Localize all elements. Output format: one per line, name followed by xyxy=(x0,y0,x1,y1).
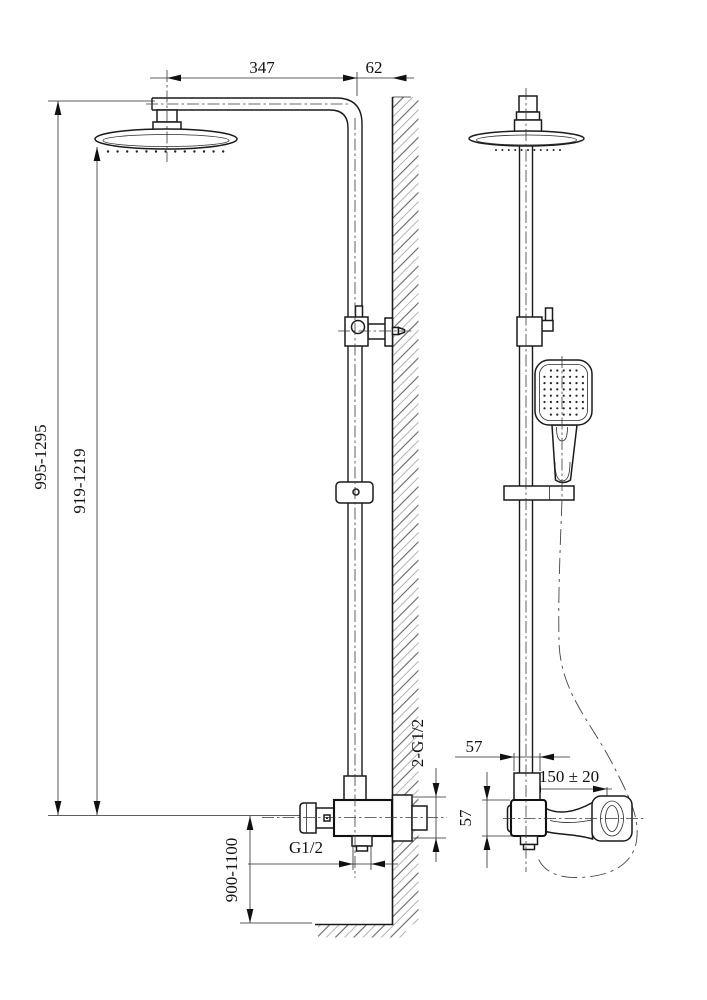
overhead-shower-head xyxy=(94,128,238,153)
dim-mount-height: 900-1100 xyxy=(222,838,241,903)
dim-outlet-thread: G1/2 xyxy=(289,838,323,857)
dim-fitting-width: 57 xyxy=(466,737,484,756)
dim-head-height: 919-1219 xyxy=(70,448,89,513)
side-view xyxy=(468,95,638,878)
dimension-labels: 347 62 995-1295 919-1219 900-1100 2-G1/2… xyxy=(31,58,599,902)
wall-section xyxy=(391,96,419,925)
hand-shower xyxy=(534,359,593,484)
overhead-shower-side xyxy=(468,95,585,151)
dim-wall-offset: 62 xyxy=(366,58,383,77)
riser-pipe-side xyxy=(518,130,534,773)
dim-handle-length: 150 ± 20 xyxy=(539,767,599,786)
dim-arm-length: 347 xyxy=(249,58,275,77)
slider-clamp xyxy=(335,481,374,504)
front-view xyxy=(94,97,428,852)
centerlines xyxy=(146,70,645,878)
diverter-bracket-side xyxy=(516,307,554,347)
mixer-valve-front xyxy=(299,775,428,852)
shower-hose xyxy=(537,499,638,878)
mixer-valve-side xyxy=(506,772,633,851)
shower-arm xyxy=(151,97,363,776)
holder-bar xyxy=(503,485,575,501)
dim-inlet-thread: 2-G1/2 xyxy=(408,719,427,767)
dim-body-height: 57 xyxy=(456,809,475,827)
dim-overall-height: 995-1295 xyxy=(31,424,50,489)
floor-section xyxy=(315,923,406,938)
dimension-lines xyxy=(48,72,612,924)
